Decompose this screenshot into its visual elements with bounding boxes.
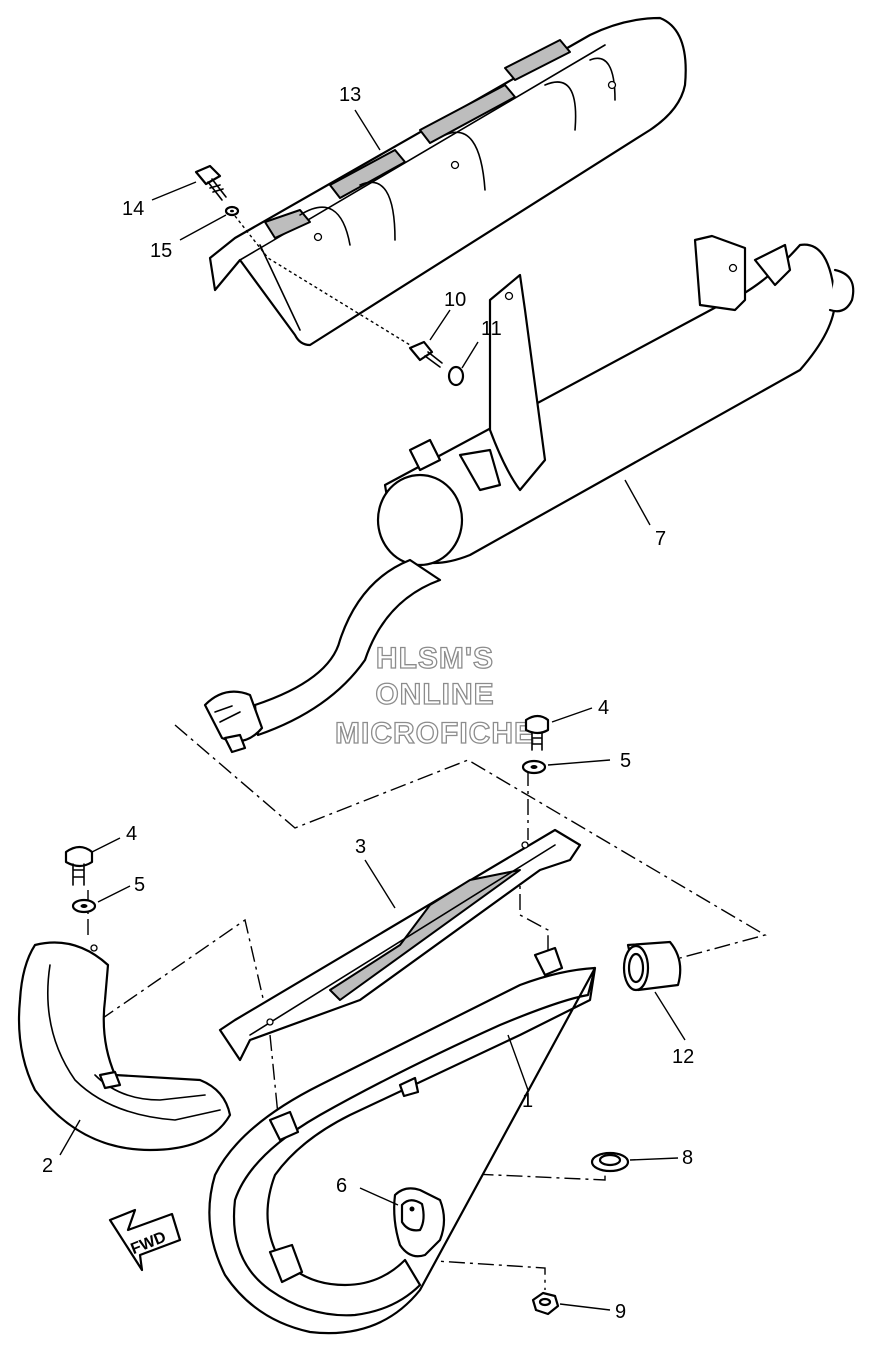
muffler bbox=[376, 234, 855, 567]
callout-7: 7 bbox=[655, 528, 666, 550]
pipe-guard bbox=[17, 941, 232, 1152]
muffler-inlet-pipe bbox=[203, 558, 442, 754]
watermark-line-2: ONLINE bbox=[375, 678, 494, 711]
washer-15 bbox=[224, 205, 240, 217]
washer-5-right bbox=[521, 759, 547, 775]
callout-4-right: 4 bbox=[598, 697, 609, 719]
watermark-line-1: HLSM'S bbox=[376, 642, 494, 675]
bolt-4-left bbox=[64, 845, 94, 886]
gasket-12 bbox=[622, 940, 682, 992]
callout-5-right: 5 bbox=[620, 750, 631, 772]
nut-9 bbox=[531, 1291, 560, 1316]
bolt-4-right bbox=[524, 714, 550, 751]
watermark: HLSM'S ONLINE MICROFICHE bbox=[334, 641, 535, 750]
heat-shield-plate bbox=[218, 828, 582, 1062]
callout-5-left: 5 bbox=[134, 874, 145, 896]
bolt-10 bbox=[408, 340, 443, 368]
callout-10: 10 bbox=[444, 289, 466, 311]
callout-8: 8 bbox=[682, 1147, 693, 1169]
callout-3: 3 bbox=[355, 836, 366, 858]
callout-14: 14 bbox=[122, 198, 144, 220]
callout-numbers: 13 14 15 10 11 7 4 5 4 5 3 12 1 2 8 6 9 bbox=[42, 84, 694, 1323]
washer-5-left bbox=[71, 898, 97, 914]
callout-2: 2 bbox=[42, 1155, 53, 1177]
bolt-14 bbox=[194, 164, 227, 201]
callout-11: 11 bbox=[481, 318, 502, 340]
callout-1: 1 bbox=[522, 1090, 533, 1112]
leader-lines bbox=[59, 109, 686, 1311]
heat-protector bbox=[208, 16, 687, 347]
forward-direction-arrow: FWD bbox=[108, 1208, 182, 1272]
callout-4-left: 4 bbox=[126, 823, 137, 845]
callout-15: 15 bbox=[150, 240, 172, 262]
callout-12: 12 bbox=[672, 1046, 694, 1068]
exhaust-pipe bbox=[208, 946, 597, 1335]
callout-9: 9 bbox=[615, 1301, 626, 1323]
watermark-line-3: MICROFICHE bbox=[335, 717, 535, 750]
washer-11 bbox=[447, 365, 465, 387]
callout-6: 6 bbox=[336, 1175, 347, 1197]
gasket-8 bbox=[590, 1151, 630, 1173]
callout-13: 13 bbox=[339, 84, 361, 106]
